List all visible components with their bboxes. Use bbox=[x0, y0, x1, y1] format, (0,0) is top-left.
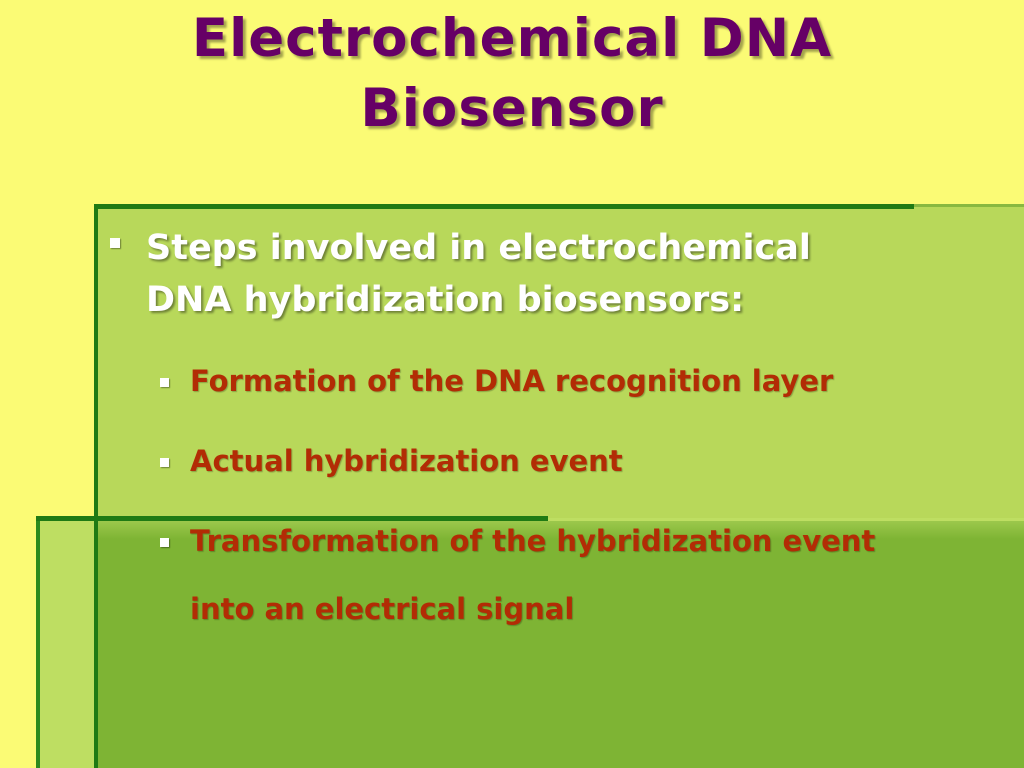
square-bullet-icon bbox=[160, 378, 169, 387]
sub-bullet-text: Actual hybridization event bbox=[190, 444, 623, 478]
bullet-text-line-1: Steps involved in electrochemical bbox=[146, 228, 811, 268]
sub-bullet-text-line-1: Transformation of the hybridization even… bbox=[190, 524, 876, 558]
title-line-1: Electrochemical DNA bbox=[191, 8, 833, 69]
decorative-panel-lower-border bbox=[36, 516, 548, 521]
decorative-panel-inner bbox=[94, 521, 1024, 768]
bullet-text-line-2: DNA hybridization biosensors: bbox=[146, 280, 745, 320]
square-bullet-icon bbox=[110, 238, 120, 248]
square-bullet-icon bbox=[160, 538, 169, 547]
sub-bullet-text: Formation of the DNA recognition layer bbox=[190, 364, 834, 398]
slide-title: Electrochemical DNA Biosensor bbox=[0, 4, 1024, 144]
decorative-panel-inner-fade bbox=[98, 521, 1024, 539]
title-line-2: Biosensor bbox=[360, 78, 664, 139]
bullet-text: Steps involved in electrochemical DNA hy… bbox=[146, 222, 906, 326]
square-bullet-icon bbox=[160, 458, 169, 467]
decorative-panel-border bbox=[94, 204, 914, 209]
sub-bullet-text-line-2: into an electrical signal bbox=[190, 592, 575, 626]
sub-bullet-text: Transformation of the hybridization even… bbox=[190, 507, 990, 643]
decorative-panel-border-light bbox=[914, 204, 1024, 207]
